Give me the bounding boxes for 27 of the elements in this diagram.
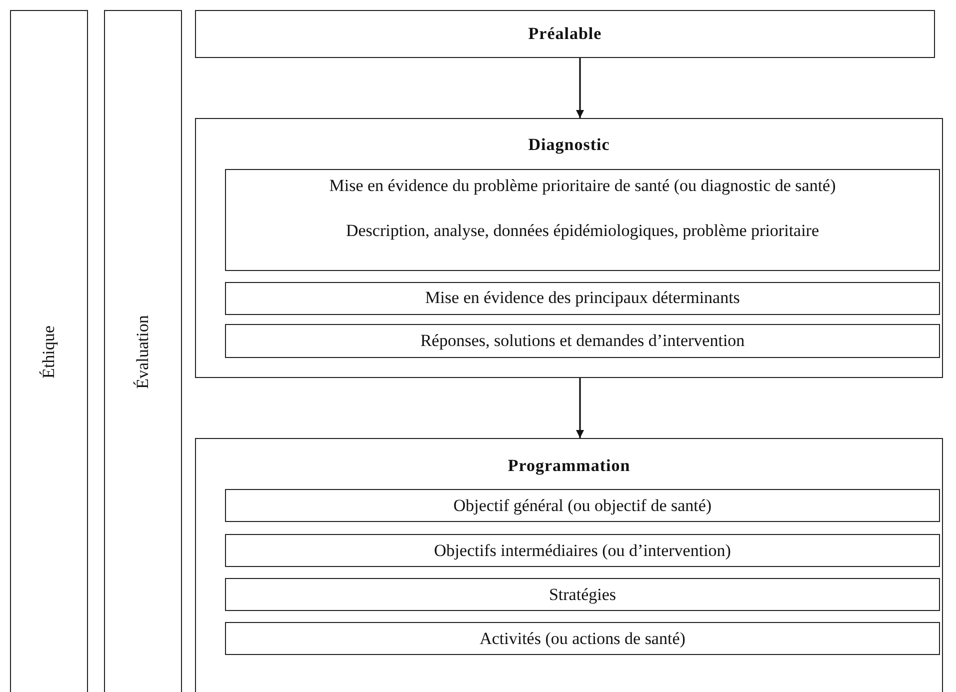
step-text: Réponses, solutions et demandes d’intervention xyxy=(419,331,746,351)
arrow xyxy=(576,58,584,118)
stage-box xyxy=(195,118,943,378)
side-band xyxy=(10,10,88,692)
stage-box xyxy=(195,10,935,58)
step-text: Objectif général (ou objectif de santé) xyxy=(452,496,713,516)
step-text: Mise en évidence du problème prioritaire de santé (ou diagnostic de santé) xyxy=(328,176,837,196)
step-box xyxy=(225,282,940,315)
stage-box xyxy=(195,438,943,692)
step-box xyxy=(225,534,940,567)
arrow xyxy=(576,378,584,438)
step-box xyxy=(225,324,940,358)
stage-title: Préalable xyxy=(527,24,603,44)
step-box xyxy=(225,169,940,271)
band-label: Évaluation xyxy=(133,314,153,388)
step-text: Activités (ou actions de santé) xyxy=(478,629,686,649)
step-text: Mise en évidence des principaux déterminants xyxy=(424,288,741,308)
step-box xyxy=(225,622,940,655)
stage-title: Diagnostic xyxy=(527,135,611,155)
step-text: Stratégies xyxy=(548,585,618,605)
step-box xyxy=(225,578,940,611)
band-label: Éthique xyxy=(39,325,59,378)
side-band xyxy=(104,10,182,692)
step-box xyxy=(225,489,940,522)
stage-title: Programmation xyxy=(506,456,632,476)
step-text: Objectifs intermédiaires (ou d’intervention) xyxy=(433,541,732,561)
step-text: Description, analyse, données épidémiologiques, problème prioritaire xyxy=(344,221,820,241)
